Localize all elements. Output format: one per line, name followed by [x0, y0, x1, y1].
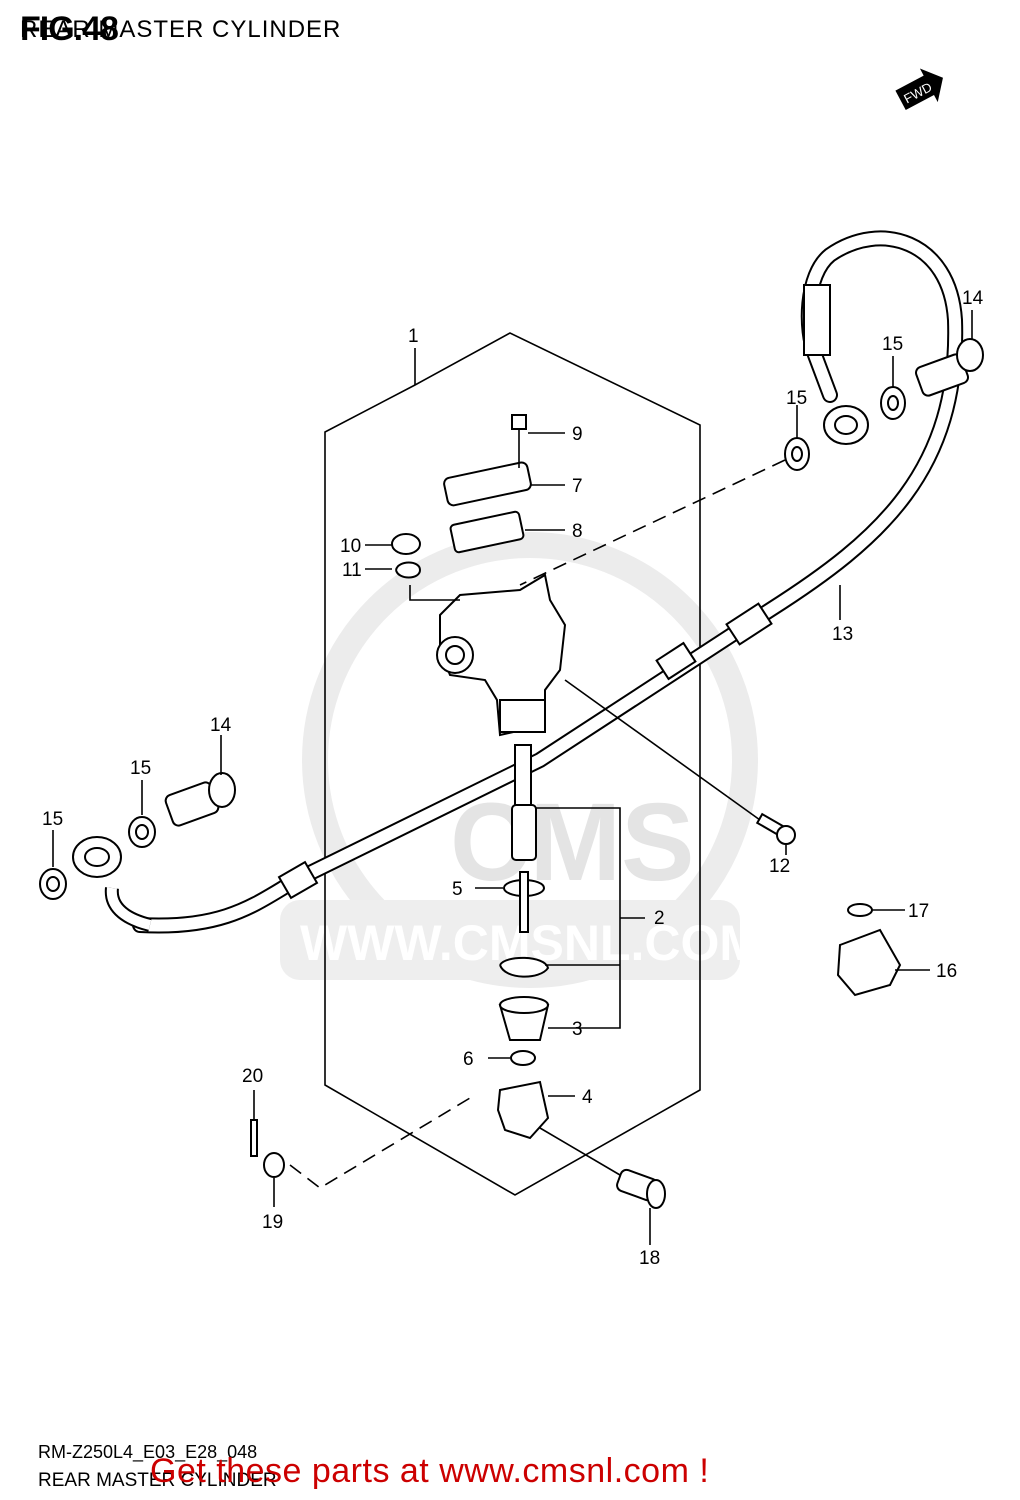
master-cylinder-body — [436, 573, 567, 737]
union-bolt-left — [164, 772, 236, 827]
callout-17: 17 — [908, 901, 929, 922]
callout-13: 13 — [832, 624, 853, 645]
callout-15-d: 15 — [882, 334, 903, 355]
callout-14-left: 14 — [210, 715, 232, 736]
callout-9: 9 — [572, 424, 583, 445]
callout-5: 5 — [452, 879, 463, 900]
union-bolt-right — [915, 338, 984, 397]
assembly-outline — [324, 332, 701, 1196]
washer-19 — [263, 1152, 285, 1178]
callout-6: 6 — [463, 1049, 474, 1070]
footer-title: REAR MASTER CYLINDER — [38, 1470, 277, 1491]
callout-14-right: 14 — [962, 288, 984, 309]
callout-20: 20 — [242, 1066, 263, 1087]
callout-15-a: 15 — [42, 809, 63, 830]
hose-joint — [391, 533, 421, 555]
callout-12: 12 — [769, 856, 790, 877]
cap-screw — [511, 414, 527, 468]
reservoir-cap — [443, 461, 532, 507]
callout-8: 8 — [572, 521, 583, 542]
hose-guide — [836, 928, 902, 997]
callout-15-c: 15 — [786, 388, 807, 409]
piston-set — [498, 744, 550, 1066]
fwd-arrow-icon: FWD — [895, 68, 943, 111]
callout-7: 7 — [572, 476, 583, 497]
callout-10: 10 — [340, 536, 361, 557]
clevis-pin — [616, 1168, 666, 1209]
figure-number: FIG.48 — [20, 10, 119, 48]
callout-1: 1 — [408, 326, 419, 347]
brake-hose — [72, 230, 964, 934]
callout-19: 19 — [262, 1212, 283, 1233]
callouts: 1 2 3 4 5 6 7 8 9 10 11 12 13 14 14 15 1… — [42, 288, 984, 1269]
diaphragm — [449, 510, 525, 554]
washers — [39, 386, 906, 900]
circlip-small — [395, 561, 422, 579]
callout-4: 4 — [582, 1087, 593, 1108]
callout-11: 11 — [342, 560, 362, 581]
watermark-brand: CMS — [450, 781, 694, 904]
cotter-pin — [250, 1119, 258, 1157]
leader-lines — [52, 310, 973, 1245]
callout-18: 18 — [639, 1248, 660, 1269]
figure-title: REAR MASTER CYLINDER — [20, 16, 342, 43]
diagram-code: RM-Z250L4_E03_E28_048 — [38, 1442, 258, 1462]
callout-2: 2 — [654, 908, 665, 929]
mounting-bolt — [755, 812, 796, 845]
callout-15-b: 15 — [130, 758, 151, 779]
promo-link[interactable]: Get these parts at www.cmsnl.com ! — [150, 1452, 710, 1490]
clevis-joint — [496, 1080, 550, 1140]
callout-3: 3 — [572, 1019, 583, 1040]
guide-screw — [847, 903, 873, 917]
callout-16: 16 — [936, 961, 957, 982]
